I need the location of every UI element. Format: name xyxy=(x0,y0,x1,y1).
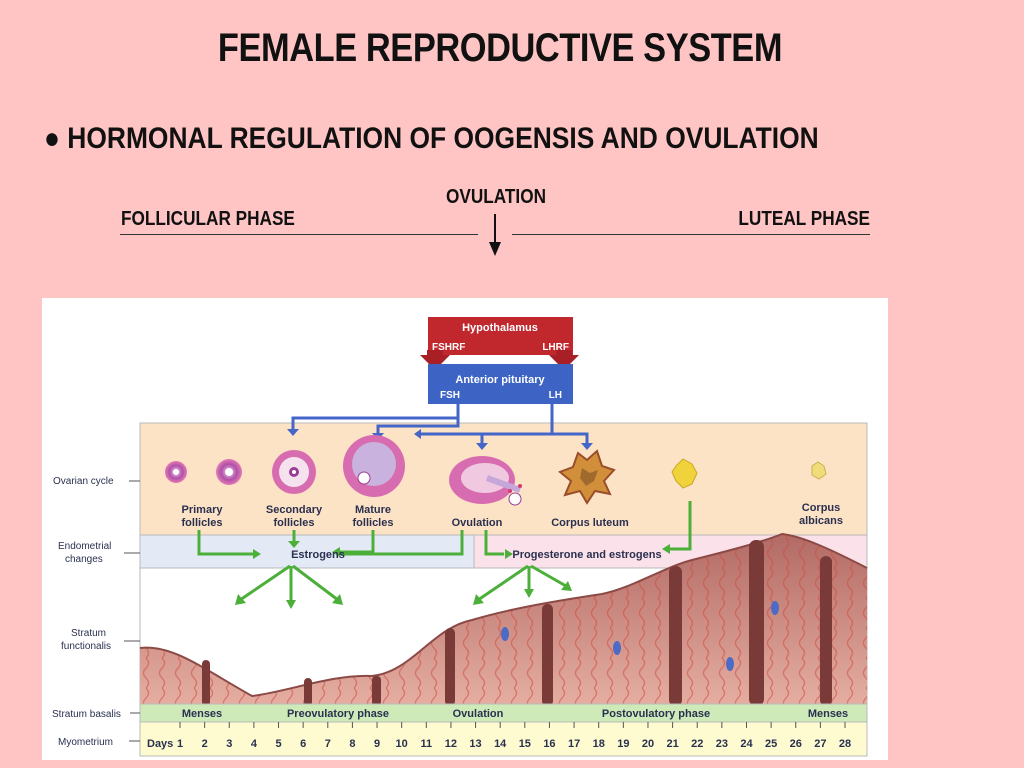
day-label: 9 xyxy=(374,738,380,750)
day-ticks xyxy=(179,722,846,728)
day-label: 2 xyxy=(202,738,208,750)
phase-label-3: Ovulation xyxy=(453,708,504,720)
fshrf-arrow xyxy=(420,350,450,370)
secondary-follicle-icon xyxy=(272,450,316,494)
day-label: 7 xyxy=(325,738,331,750)
row-labels: Ovarian cycle Endometrial changes Stratu… xyxy=(52,476,121,748)
ovulation-label: OVULATION xyxy=(446,186,547,208)
stage-label-1a: Primary xyxy=(182,504,224,516)
endometrium-tissue xyxy=(139,532,868,710)
ovulation-arrow xyxy=(489,214,501,256)
day-label: 27 xyxy=(814,738,826,750)
day-label: 19 xyxy=(617,738,629,750)
hormone-green-arrows xyxy=(197,501,692,602)
lhrf-arrow xyxy=(549,350,579,370)
phase-label-2: Preovulatory phase xyxy=(287,708,389,720)
day-label: 1 xyxy=(177,738,183,750)
slide-title: FEMALE REPRODUCTIVE SYSTEM xyxy=(217,26,783,70)
anterior-pituitary-box xyxy=(428,364,573,404)
day-label: 12 xyxy=(445,738,457,750)
fsh-label: FSH xyxy=(440,390,460,401)
day-label: 14 xyxy=(494,738,507,750)
lh-label: LH xyxy=(549,390,562,401)
day-label: 22 xyxy=(691,738,703,750)
row-label-functionalis-1: Stratum xyxy=(71,628,106,639)
stage-label-6a: Corpus xyxy=(802,502,841,514)
day-label: 21 xyxy=(666,738,678,750)
day-label: 20 xyxy=(642,738,654,750)
phase-label-4: Postovulatory phase xyxy=(602,708,710,720)
day-label: 5 xyxy=(275,738,281,750)
row-label-myometrium: Myometrium xyxy=(58,737,113,748)
days-band xyxy=(139,721,868,757)
day-label: 4 xyxy=(251,738,258,750)
lhrf-label: LHRF xyxy=(542,342,569,353)
primary-follicle-icon-2 xyxy=(216,459,242,485)
day-label: 24 xyxy=(740,738,753,750)
row-label-leaders xyxy=(124,480,140,742)
ovulation-icon xyxy=(449,456,522,506)
days-label: Days xyxy=(147,738,173,750)
stage-label-5: Corpus luteum xyxy=(551,517,629,529)
corpus-albicans-icon xyxy=(811,461,827,480)
day-label: 28 xyxy=(839,738,851,750)
stage-label-3b: follicles xyxy=(353,517,394,529)
stage-label-6b: albicans xyxy=(799,515,843,527)
row-label-endometrial-2: changes xyxy=(65,554,103,565)
anterior-pituitary-label: Anterior pituitary xyxy=(455,374,545,386)
slide-bullet: ● HORMONAL REGULATION OF OOGENSIS AND OV… xyxy=(44,122,819,155)
luteal-phase-line xyxy=(512,234,870,235)
stage-label-2a: Secondary xyxy=(266,504,323,516)
day-label: 3 xyxy=(226,738,232,750)
corpus-luteum-icon xyxy=(558,449,616,505)
stage-label-2b: follicles xyxy=(274,517,315,529)
primary-follicle-icon xyxy=(165,461,187,483)
follicular-phase-line xyxy=(120,234,478,235)
mature-follicle-icon xyxy=(343,435,405,497)
phase-labels: Menses Preovulatory phase Ovulation Post… xyxy=(182,708,848,720)
fsh-lh-arrows xyxy=(291,404,589,444)
hypothalamus-box xyxy=(428,317,573,355)
row-label-ovarian: Ovarian cycle xyxy=(53,476,114,487)
progesterone-label: Progesterone and estrogens xyxy=(512,549,661,561)
stage-label-4: Ovulation xyxy=(452,517,503,529)
follicular-phase-label: FOLLICULAR PHASE xyxy=(121,208,295,230)
estrogen-band xyxy=(139,534,475,569)
day-label: 8 xyxy=(349,738,355,750)
phase-label-5: Menses xyxy=(808,708,848,720)
stratum-basalis-band xyxy=(139,703,868,723)
stage-labels: Primary follicles Secondary follicles Ma… xyxy=(182,502,844,529)
day-label: 25 xyxy=(765,738,777,750)
row-label-endometrial-1: Endometrial xyxy=(58,541,111,552)
day-label: 26 xyxy=(790,738,802,750)
oogenesis-diagram: Hypothalamus FSHRF LHRF Anterior pituita… xyxy=(52,317,868,757)
stage-label-1b: follicles xyxy=(182,517,223,529)
row-label-functionalis-2: functionalis xyxy=(61,641,111,652)
day-label: 6 xyxy=(300,738,306,750)
yellow-body-icon xyxy=(671,458,698,489)
day-label: 18 xyxy=(593,738,605,750)
stage-label-3a: Mature xyxy=(355,504,391,516)
estrogens-label: Estrogens xyxy=(291,549,345,561)
hypothalamus-label: Hypothalamus xyxy=(462,322,538,334)
row-label-basalis: Stratum basalis xyxy=(52,709,121,720)
luteal-phase-label: LUTEAL PHASE xyxy=(738,208,870,230)
phase-label-1: Menses xyxy=(182,708,222,720)
fshrf-label: FSHRF xyxy=(432,342,465,353)
day-label: 15 xyxy=(519,738,531,750)
diagram-panel: Hypothalamus FSHRF LHRF Anterior pituita… xyxy=(42,298,888,760)
day-label: 11 xyxy=(420,738,432,750)
day-label: 23 xyxy=(716,738,728,750)
day-label: 13 xyxy=(469,738,481,750)
day-label: 10 xyxy=(396,738,408,750)
day-label: 16 xyxy=(543,738,555,750)
day-label: 17 xyxy=(568,738,580,750)
